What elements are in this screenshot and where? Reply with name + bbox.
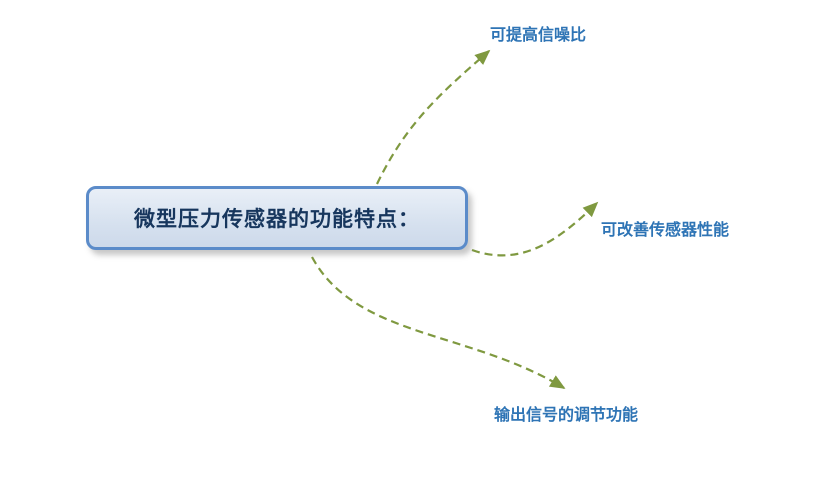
node-label-sensor-performance[interactable]: 可改善传感器性能 (601, 222, 730, 239)
arrow-to-node-1 (376, 49, 491, 185)
node-label-signal-noise-ratio[interactable]: 可提高信噪比 (490, 27, 587, 44)
node-label-output-signal-adjust[interactable]: 输出信号的调节功能 (494, 407, 639, 424)
root-topic-box[interactable]: 微型压力传感器的功能特点： (86, 186, 468, 250)
arrow-to-node-2 (471, 201, 599, 257)
arrow-to-node-3 (311, 256, 566, 389)
root-topic-label: 微型压力传感器的功能特点： (134, 208, 420, 231)
